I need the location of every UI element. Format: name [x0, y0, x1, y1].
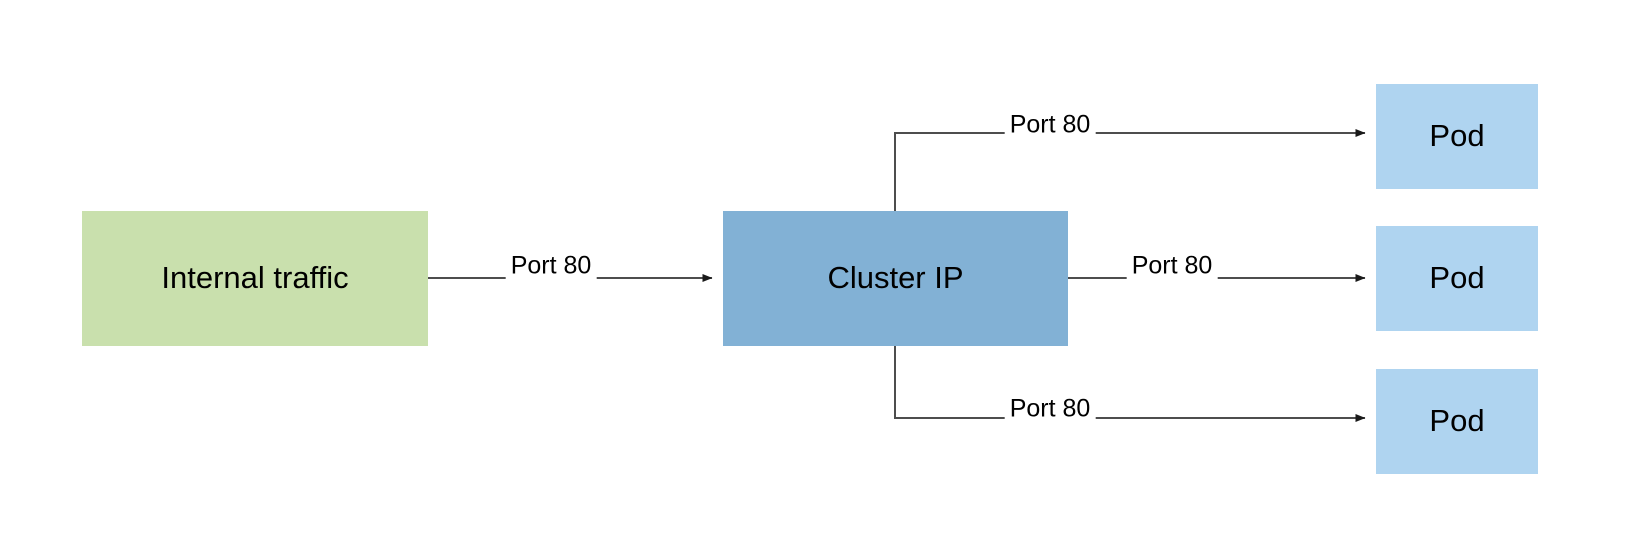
node-pod-3[interactable]: Pod [1376, 369, 1538, 474]
node-pod-1-label: Pod [1429, 118, 1485, 154]
node-pod-3-label: Pod [1429, 403, 1485, 439]
edge-label-cluster-to-pod-1: Port 80 [1004, 110, 1096, 140]
edge-label-cluster-to-pod-2: Port 80 [1126, 251, 1218, 281]
node-cluster-ip-label: Cluster IP [827, 260, 964, 296]
edge-label-cluster-to-pod-3: Port 80 [1004, 394, 1096, 424]
node-pod-2-label: Pod [1429, 260, 1485, 296]
node-cluster-ip[interactable]: Cluster IP [723, 211, 1068, 346]
edge-label-traffic-to-cluster: Port 80 [505, 251, 597, 281]
node-internal-traffic[interactable]: Internal traffic [82, 211, 428, 346]
connector-cluster-to-pod-3 [894, 346, 1366, 422]
node-pod-2[interactable]: Pod [1376, 226, 1538, 331]
connector-cluster-to-pod-1 [894, 129, 1366, 211]
node-pod-1[interactable]: Pod [1376, 84, 1538, 189]
node-internal-traffic-label: Internal traffic [161, 260, 349, 296]
